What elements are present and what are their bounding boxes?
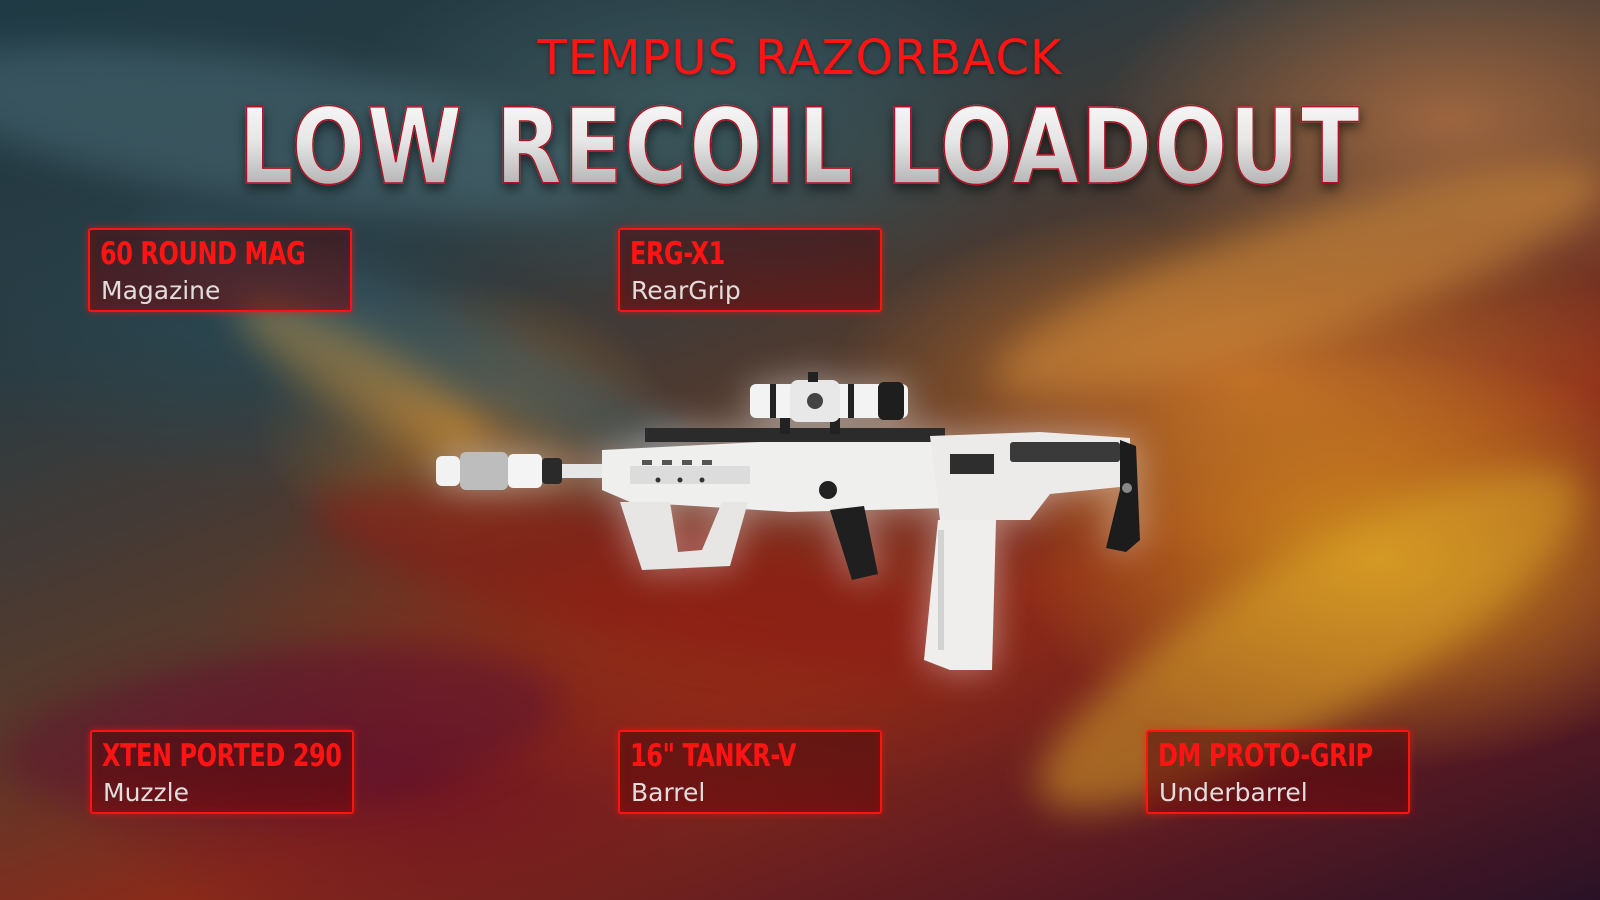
rifle-icon <box>436 372 1140 670</box>
attachment-name: 16" TANKR-V <box>630 738 797 774</box>
attachment-card-underbarrel: DM PROTO-GRIP Underbarrel <box>1146 730 1410 814</box>
attachment-name: DM PROTO-GRIP <box>1158 738 1373 774</box>
attachment-card-barrel: 16" TANKR-V Barrel <box>618 730 882 814</box>
attachment-slot: Underbarrel <box>1159 778 1308 807</box>
loadout-title: LOW RECOIL LOADOUT <box>64 85 1536 209</box>
attachment-slot: Magazine <box>101 276 221 305</box>
attachment-name: 60 ROUND MAG <box>100 236 306 272</box>
attachment-slot: Muzzle <box>103 778 189 807</box>
attachment-card-reargrip: ERG-X1 RearGrip <box>618 228 882 312</box>
weapon-name: TEMPUS RAZORBACK <box>537 30 1063 86</box>
attachment-card-magazine: 60 ROUND MAG Magazine <box>88 228 352 312</box>
attachment-card-muzzle: XTEN PORTED 290 Muzzle <box>90 730 354 814</box>
attachment-slot: RearGrip <box>631 276 741 305</box>
attachment-name: ERG-X1 <box>630 236 725 272</box>
attachment-slot: Barrel <box>631 778 706 807</box>
attachment-name: XTEN PORTED 290 <box>102 738 342 774</box>
